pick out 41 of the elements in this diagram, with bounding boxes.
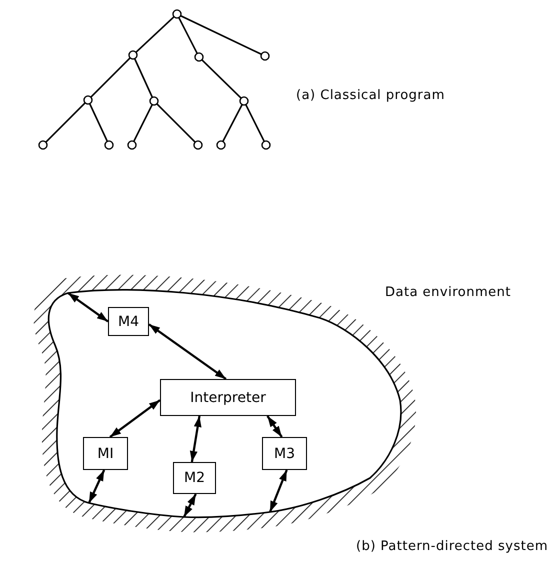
module-box: M3 <box>262 437 307 470</box>
tree-node-circle <box>149 96 159 106</box>
double-arrow <box>67 292 109 322</box>
tree-branch <box>88 103 108 142</box>
tree-node-circle <box>216 140 226 150</box>
double-arrow <box>109 399 161 438</box>
tree-branch <box>222 104 243 142</box>
tree-branch <box>90 57 131 98</box>
tree-node-circle <box>127 140 137 150</box>
caption: (b) Pattern-directed system <box>356 539 548 554</box>
tree-branch <box>133 104 153 142</box>
double-arrow <box>183 494 197 518</box>
tree-branch <box>134 58 154 98</box>
module-box: MI <box>83 437 128 470</box>
region-label: Data environment <box>385 285 511 300</box>
double-arrow <box>88 470 106 504</box>
tree-node-circle <box>239 96 249 106</box>
caption: (a) Classical program <box>296 88 445 103</box>
tree-node-circle <box>83 95 93 105</box>
tree-node-circle <box>261 140 271 150</box>
tree-branch <box>178 17 198 54</box>
tree-branch <box>180 15 262 55</box>
tree-branch <box>135 16 175 53</box>
tree-branch <box>156 103 196 143</box>
tree-node-circle <box>260 51 270 61</box>
tree-node-circle <box>172 9 182 19</box>
tree-branch <box>45 102 86 143</box>
tree-branch <box>245 104 265 142</box>
double-arrow <box>190 416 202 462</box>
double-arrow <box>148 324 227 380</box>
tree-node-circle <box>104 140 114 150</box>
tree-node-circle <box>193 140 203 150</box>
double-arrow <box>266 415 283 438</box>
double-arrow <box>268 470 288 512</box>
tree-branch <box>201 59 242 99</box>
module-box: Interpreter <box>160 379 296 416</box>
module-box: M2 <box>173 462 216 494</box>
tree-node-circle <box>194 52 204 62</box>
tree-node-circle <box>128 50 138 60</box>
module-box: M4 <box>108 307 149 336</box>
tree-node-circle <box>38 140 48 150</box>
